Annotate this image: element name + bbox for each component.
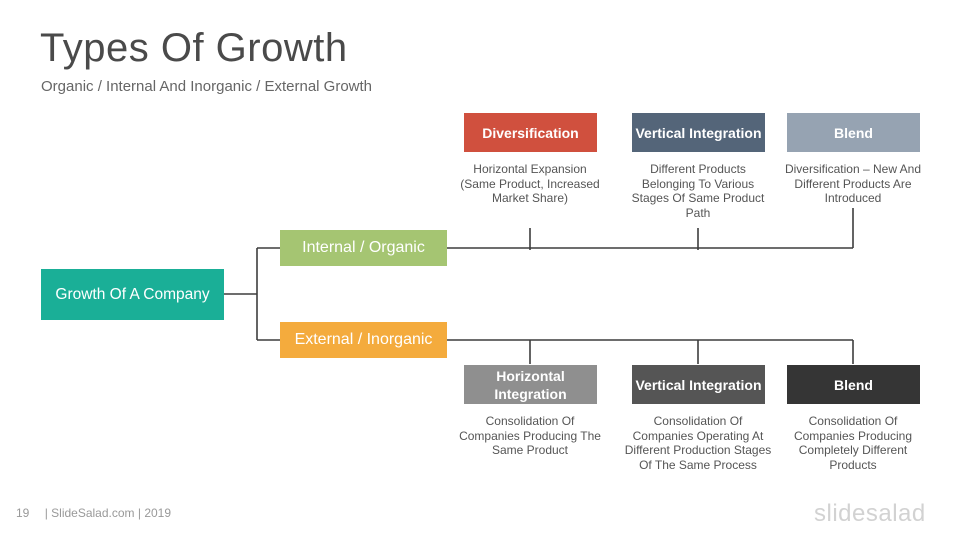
- root-node: Growth Of A Company: [41, 269, 224, 320]
- type-external-blend: Blend: [787, 365, 920, 404]
- desc-horizontal-integration: Consolidation Of Companies Producing The…: [459, 414, 601, 458]
- desc-external-blend: Consolidation Of Companies Producing Com…: [793, 414, 913, 472]
- type-diversification: Diversification: [464, 113, 597, 152]
- branch-internal-organic: Internal / Organic: [280, 230, 447, 266]
- slide-subtitle: Organic / Internal And Inorganic / Exter…: [41, 78, 373, 95]
- type-internal-blend: Blend: [787, 113, 920, 152]
- type-horizontal-integration: Horizontal Integration: [464, 365, 597, 404]
- footer: 19 | SlideSalad.com | 2019: [16, 506, 171, 520]
- desc-internal-blend: Diversification – New And Different Prod…: [784, 162, 922, 206]
- footer-text: | SlideSalad.com | 2019: [44, 506, 172, 520]
- type-external-vertical-integration: Vertical Integration: [632, 365, 765, 404]
- brand-logo: slidesalad: [814, 500, 926, 527]
- page-number: 19: [16, 506, 30, 520]
- desc-diversification: Horizontal Expansion (Same Product, Incr…: [460, 162, 600, 206]
- branch-external-inorganic: External / Inorganic: [280, 322, 447, 358]
- desc-internal-vertical-integration: Different Products Belonging To Various …: [631, 162, 765, 220]
- type-internal-vertical-integration: Vertical Integration: [632, 113, 765, 152]
- desc-external-vertical-integration: Consolidation Of Companies Operating At …: [624, 414, 772, 472]
- slide-title: Types Of Growth: [40, 26, 348, 70]
